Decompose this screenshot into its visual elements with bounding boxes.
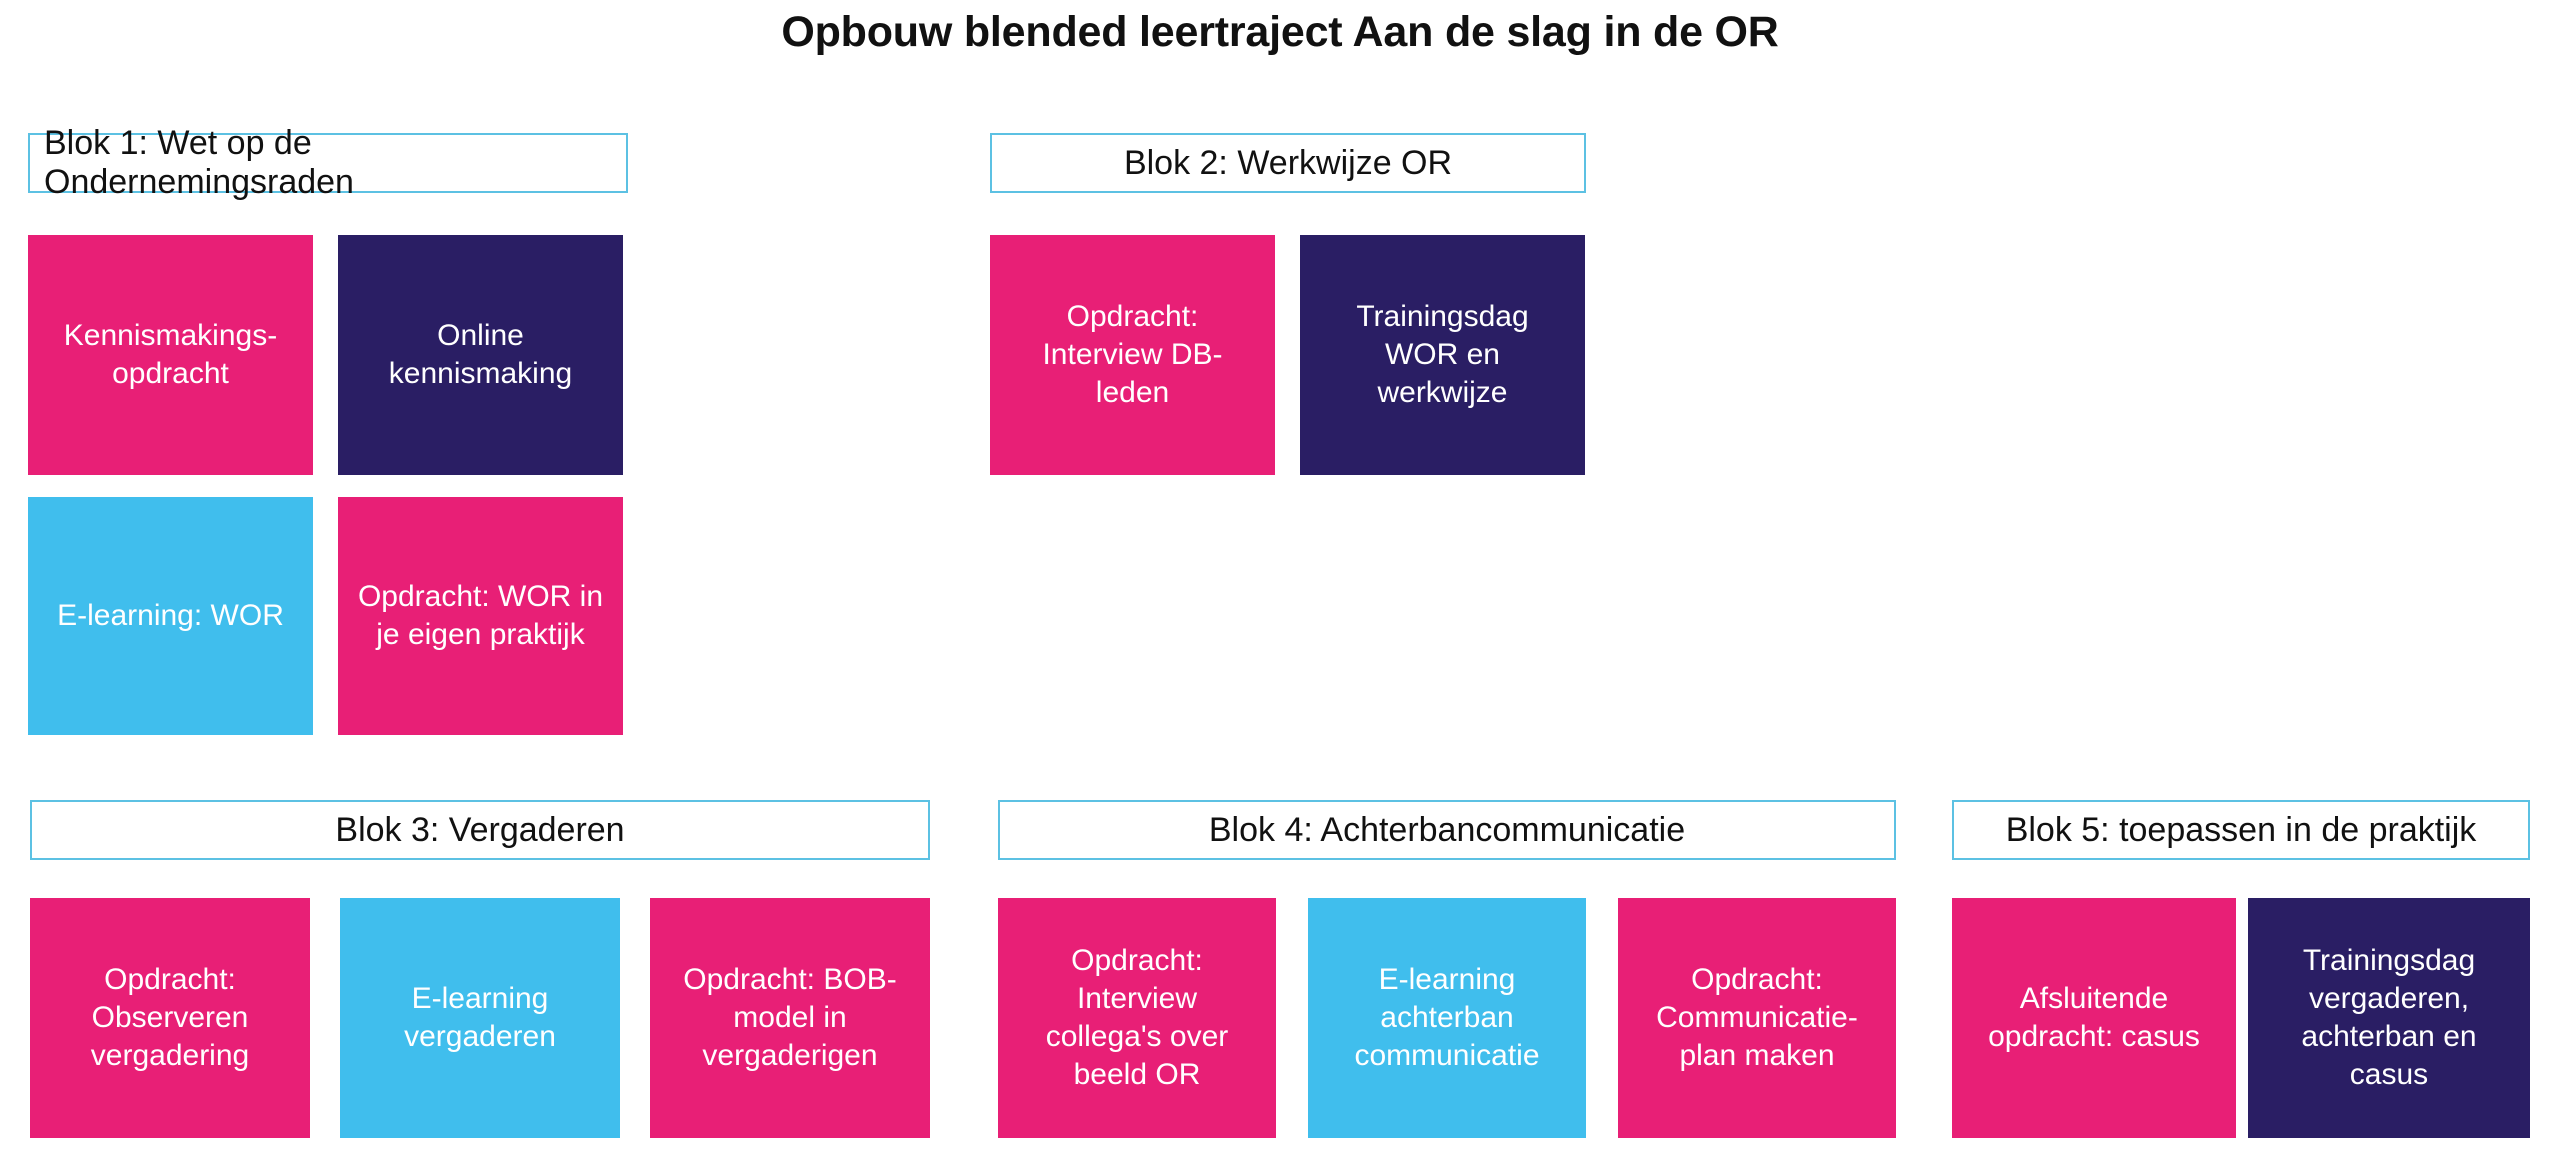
card-blok4-elearning-achterbancommunicatie[interactable]: E-learning achterban communicatie: [1308, 898, 1586, 1138]
card-blok2-trainingsdag-wor-werkwijze[interactable]: Trainingsdag WOR en werkwijze: [1300, 235, 1585, 475]
card-blok3-opdracht-bob-model[interactable]: Opdracht: BOB- model in vergaderigen: [650, 898, 930, 1138]
card-blok2-opdracht-interview-db-leden[interactable]: Opdracht: Interview DB- leden: [990, 235, 1275, 475]
card-blok1-online-kennismaking[interactable]: Online kennismaking: [338, 235, 623, 475]
block-header-blok3: Blok 3: Vergaderen: [30, 800, 930, 860]
card-blok3-elearning-vergaderen[interactable]: E-learning vergaderen: [340, 898, 620, 1138]
card-blok3-opdracht-observeren-vergadering[interactable]: Opdracht: Observeren vergadering: [30, 898, 310, 1138]
card-blok4-opdracht-communicatieplan[interactable]: Opdracht: Communicatie- plan maken: [1618, 898, 1896, 1138]
card-blok5-afsluitende-opdracht-casus[interactable]: Afsluitende opdracht: casus: [1952, 898, 2236, 1138]
card-blok5-trainingsdag-vergaderen-achterban-casus[interactable]: Trainingsdag vergaderen, achterban en ca…: [2248, 898, 2530, 1138]
block-header-blok2: Blok 2: Werkwijze OR: [990, 133, 1586, 193]
block-header-blok1: Blok 1: Wet op de Ondernemingsraden: [28, 124, 628, 201]
page-title: Opbouw blended leertraject Aan de slag i…: [781, 8, 1779, 56]
block-header-blok4: Blok 4: Achterbancommunicatie: [998, 800, 1896, 860]
card-blok4-opdracht-interview-collegas[interactable]: Opdracht: Interview collega's over beeld…: [998, 898, 1276, 1138]
card-blok1-opdracht-wor-praktijk[interactable]: Opdracht: WOR in je eigen praktijk: [338, 497, 623, 735]
block-header-blok5: Blok 5: toepassen in de praktijk: [1952, 800, 2530, 860]
card-blok1-elearning-wor[interactable]: E-learning: WOR: [28, 497, 313, 735]
card-blok1-kennismakingsopdracht[interactable]: Kennismakings- opdracht: [28, 235, 313, 475]
